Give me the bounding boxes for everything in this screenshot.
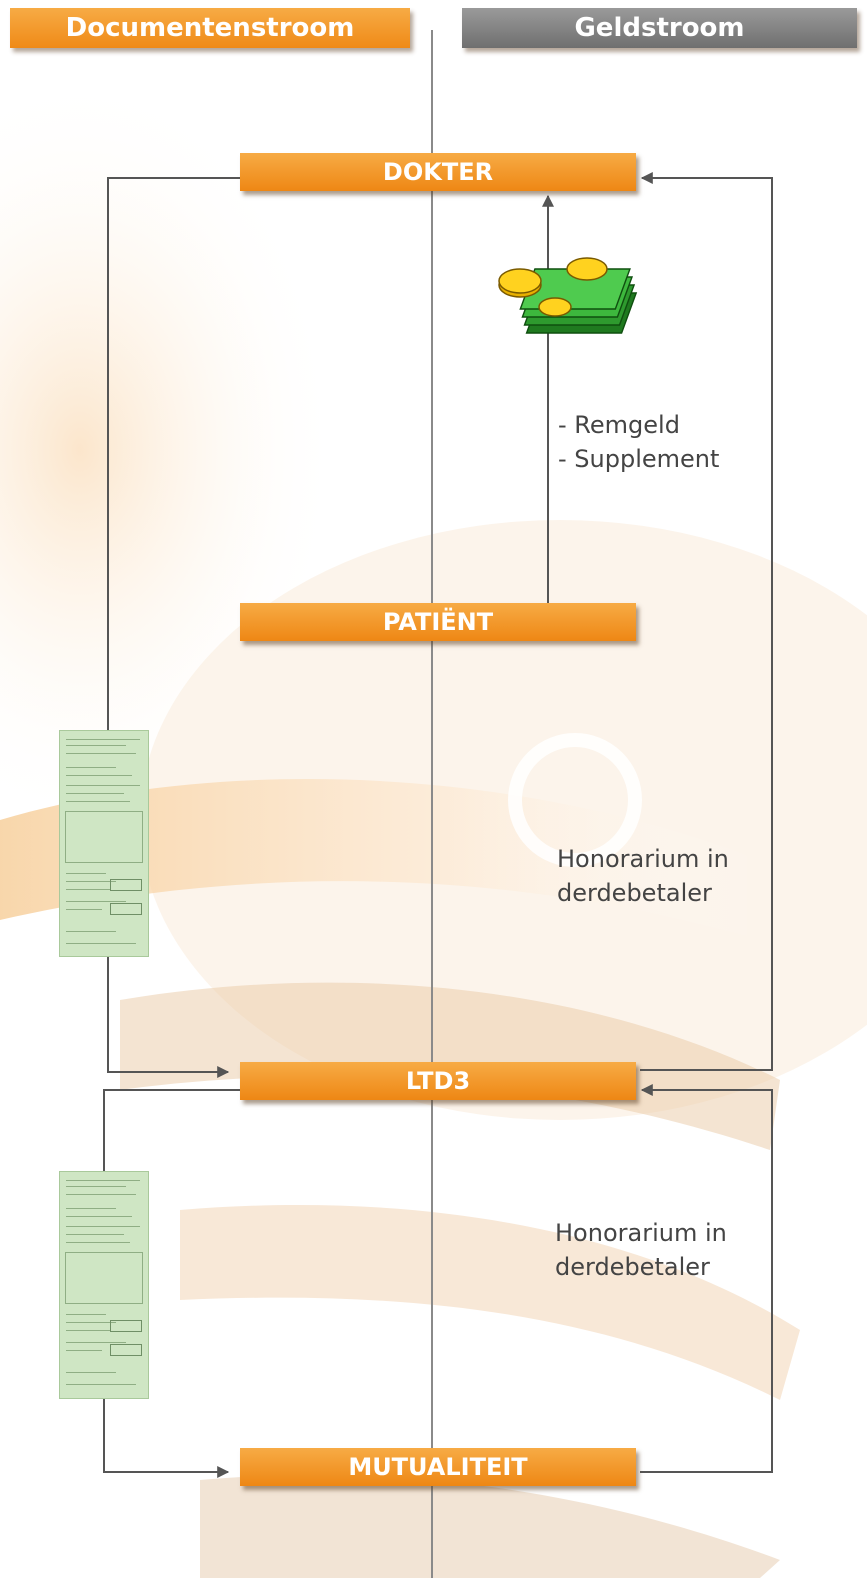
fee-third-party-2-line-2: derdebetaler (555, 1253, 710, 1281)
document-flow-header-label: Documentenstroom (65, 13, 355, 43)
node-doctor-label: DOKTER (382, 158, 494, 186)
node-ltd3-label: LTD3 (405, 1067, 471, 1095)
money-flow-header-label: Geldstroom (574, 13, 745, 43)
document-flow-header: Documentenstroom (10, 8, 410, 48)
doc-flow-doctor-to-ltd3 (107, 177, 240, 1078)
node-patient-label: PATIËNT (382, 608, 494, 636)
patient-payment-label: - Remgeld - Supplement (558, 408, 719, 476)
fee-third-party-1-line-1: Honorarium in (557, 845, 729, 873)
fee-third-party-2-line-1: Honorarium in (555, 1219, 727, 1247)
node-doctor: DOKTER (240, 153, 636, 191)
patient-payment-line-2: - Supplement (558, 445, 720, 473)
money-flow-mutualiteit-to-ltd3 (640, 1084, 773, 1473)
form-document-icon (59, 730, 149, 957)
fee-third-party-1-line-2: derdebetaler (557, 879, 712, 907)
node-patient: PATIËNT (240, 603, 636, 641)
fee-third-party-label-1: Honorarium in derdebetaler (557, 842, 729, 910)
money-flow-ltd3-to-doctor (640, 172, 773, 1071)
patient-payment-line-1: - Remgeld (558, 411, 680, 439)
node-ltd3: LTD3 (240, 1062, 636, 1100)
node-mutuality: MUTUALITEIT (240, 1448, 636, 1486)
node-mutuality-label: MUTUALITEIT (348, 1453, 528, 1481)
fee-third-party-label-2: Honorarium in derdebetaler (555, 1216, 727, 1284)
money-icon (498, 257, 638, 334)
money-flow-header: Geldstroom (462, 8, 857, 48)
form-document-icon (59, 1171, 149, 1399)
